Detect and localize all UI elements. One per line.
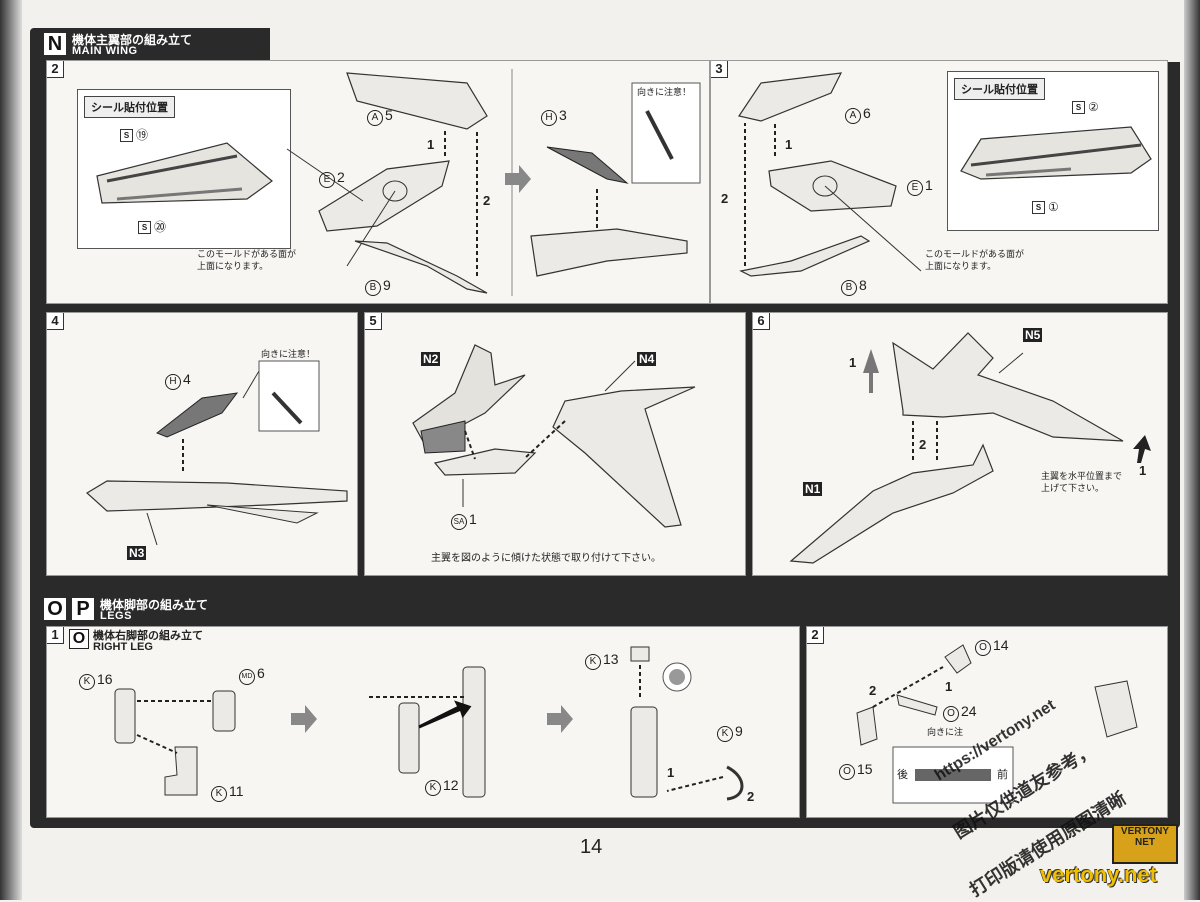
o-sub-title-en: RIGHT LEG	[93, 641, 153, 653]
step-number: 5	[365, 313, 382, 330]
arrow-2-label: 2	[747, 789, 755, 804]
next-step-arrow	[291, 705, 317, 733]
next-step-arrow	[505, 165, 531, 193]
o-sub-letter: O	[69, 629, 89, 649]
assembly-n3: N3	[127, 546, 147, 560]
next-step-arrow	[547, 705, 573, 733]
watermark-site: vertony.net	[1040, 862, 1157, 887]
arrow-2-label: 2	[919, 437, 927, 452]
mold-note: このモールドがある面が上面になります。	[925, 250, 1025, 272]
section-op-title-jp: 機体脚部の組み立て	[100, 598, 209, 612]
arrow-2-label: 2	[721, 191, 729, 206]
step-4-drawing	[85, 360, 348, 546]
assembly-n2: N2	[421, 352, 441, 366]
caution-note: 向きに注	[927, 728, 964, 738]
arrow-1-label: 1	[427, 137, 435, 152]
arrow-2-label: 2	[483, 193, 491, 208]
o-sub-title-jp: 機体右脚部の組み立て	[93, 630, 203, 642]
step-6-drawing	[789, 332, 1151, 564]
step-5-note: 主翼を図のように傾けた状態で取り付けて下さい。	[431, 553, 661, 564]
arrow-1-label: 1	[785, 137, 793, 152]
mold-note: このモールドがある面が上面になります。	[197, 250, 297, 272]
assembly-n1: N1	[803, 482, 823, 496]
seal-title: シール貼付位置	[84, 96, 175, 118]
assembly-n5: N5	[1023, 328, 1043, 342]
section-n-title-en: MAIN WING	[72, 45, 138, 57]
step-6-note: 主翼を水平位置まで上げて下さい。	[1041, 472, 1123, 494]
arrow-1-label: 1	[945, 679, 953, 694]
section-o-letter: O	[44, 598, 66, 620]
seal-icon: S	[1032, 201, 1045, 215]
section-p-letter: P	[72, 598, 94, 620]
section-n-title-jp: 機体主翼部の組み立て	[72, 33, 193, 47]
header-gap	[270, 28, 1180, 62]
step-number: 4	[47, 313, 64, 330]
section-n-letter: N	[44, 33, 66, 55]
step-6-panel: 6 N5 N1 主翼を水平位置まで上げて下さい。 1 2 1	[752, 312, 1168, 576]
step-2-drawing	[96, 69, 701, 296]
rear-label: 後	[897, 768, 908, 781]
seal-icon: S	[120, 129, 133, 143]
caution-note: 向きに注意！	[637, 88, 692, 98]
o-step-2-drawing	[856, 644, 1138, 804]
binding-edge-left	[0, 0, 22, 900]
section-op-title-en: LEGS	[100, 610, 132, 622]
o-step-1-drawing	[114, 646, 744, 801]
step-5-drawing	[412, 344, 696, 528]
step-3-drawing	[738, 72, 1152, 277]
page-number: 14	[580, 836, 603, 858]
arrow-1-label: 1	[849, 355, 857, 370]
step-number: 1	[47, 627, 64, 644]
step-number: 6	[753, 313, 770, 330]
step-number: 3	[711, 61, 728, 78]
step-number: 2	[47, 61, 64, 78]
front-label: 前	[997, 768, 1008, 781]
step-number: 2	[807, 627, 824, 644]
arrow-1-label: 1	[667, 765, 675, 780]
arrow-2-label: 2	[869, 683, 877, 698]
seal-title: シール貼付位置	[954, 78, 1045, 100]
seal-icon: S	[1072, 101, 1085, 115]
assembly-n4: N4	[637, 352, 657, 366]
arrow-1b-label: 1	[1139, 463, 1147, 478]
seal-icon: S	[138, 221, 151, 235]
caution-note: 向きに注意！	[261, 350, 316, 360]
binding-edge-right	[1184, 0, 1200, 900]
